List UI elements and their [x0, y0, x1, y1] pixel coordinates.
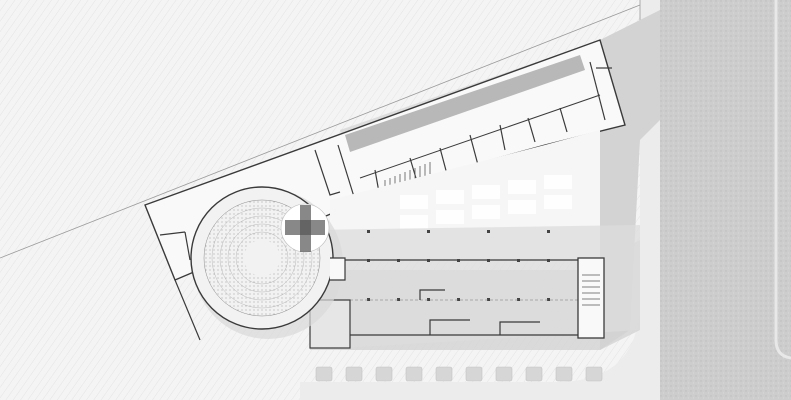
upper-wing-roof-strip	[345, 55, 585, 152]
auditorium-entrance	[330, 257, 346, 281]
auditorium-rings	[211, 207, 313, 309]
skylight-grid	[400, 175, 572, 229]
street-surface	[660, 0, 791, 400]
lower-hall-partitions	[419, 289, 540, 335]
ground-floor-plane	[310, 225, 640, 350]
right-service-core	[577, 257, 605, 339]
site-boundary-line	[0, 4, 641, 259]
auditorium-stage	[244, 240, 280, 276]
right-core-stair	[582, 274, 600, 306]
paving-stones	[315, 366, 603, 382]
left-wing-walls	[159, 231, 201, 341]
right-curb	[774, 0, 791, 360]
column-grid	[367, 230, 550, 301]
sidewalk-curve	[300, 0, 660, 400]
atrium-skylight-cross-vertical	[300, 205, 311, 252]
